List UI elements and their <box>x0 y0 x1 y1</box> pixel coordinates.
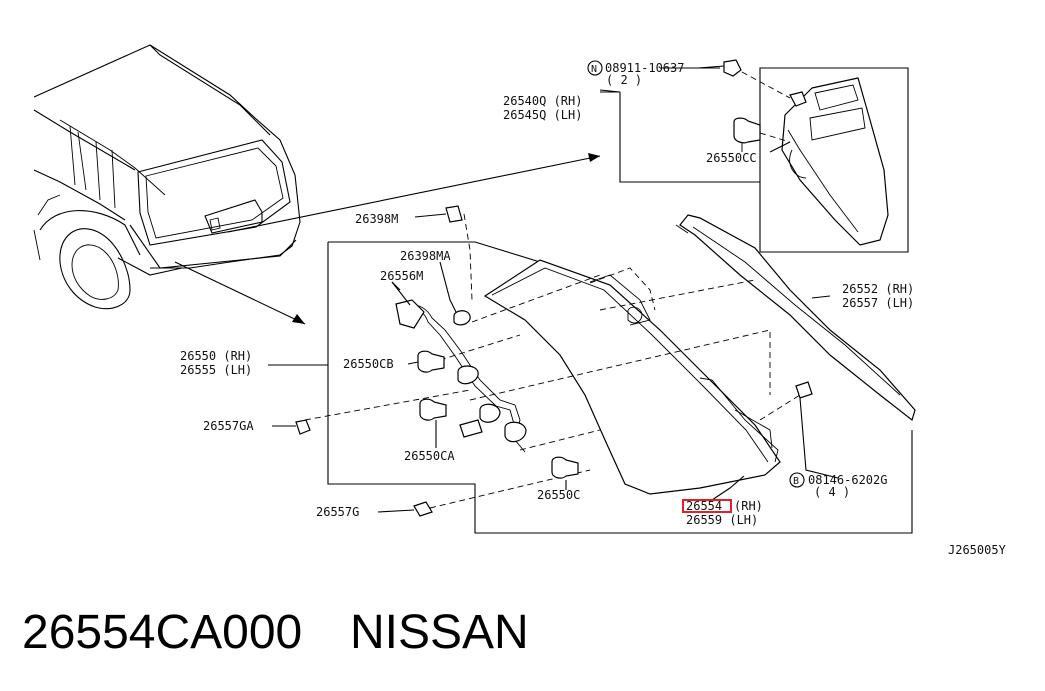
leader-lines <box>391 65 831 501</box>
grommet-g-part <box>377 501 433 517</box>
caption-part-number: 26554CA000 <box>22 606 302 659</box>
label-bolt-top: 08911-10637 <box>605 61 684 75</box>
label-bulb-c: 26550C <box>537 488 580 502</box>
grommet-ga-part <box>272 419 311 435</box>
label-bolt-b: 08146-6202G <box>808 473 887 487</box>
label-gasket-rh: 26552 (RH) <box>842 282 914 296</box>
label-clip: 26398MA <box>400 249 451 263</box>
vehicle-rear-illustration <box>33 44 301 310</box>
label-lens-lh: 26559 (LH) <box>686 513 758 527</box>
label-grommet-g: 26557G <box>316 505 359 519</box>
caption-brand: NISSAN <box>350 606 529 659</box>
label-bolt-b-qty: ( 4 ) <box>814 485 850 499</box>
clip-part <box>439 261 471 326</box>
diagram-code: J265005Y <box>948 543 1007 557</box>
label-bolt-top-qty: ( 2 ) <box>606 73 642 87</box>
label-gasket-lh: 26557 (LH) <box>842 296 914 310</box>
label-lens-rh-part: 26554 <box>686 499 722 513</box>
rear-combination-lamp-box <box>268 241 913 534</box>
label-lens-rh-suffix: (RH) <box>734 499 763 513</box>
label-grommet-ga: 26557GA <box>203 419 254 433</box>
label-harness: 26556M <box>380 269 423 283</box>
screw-part <box>414 205 463 223</box>
b-symbol-icon: B <box>789 472 805 488</box>
label-bulb-cc: 26550CC <box>706 151 757 165</box>
pointer-arrows <box>174 153 601 325</box>
svg-text:N: N <box>591 64 597 75</box>
side-lamp-detail-box <box>600 59 909 253</box>
label-screw: 26398M <box>355 212 398 226</box>
bulb-cb-part <box>407 350 445 373</box>
label-bulb-ca: 26550CA <box>404 449 455 463</box>
gasket-part <box>675 214 916 422</box>
label-lamp-rh: 26550 (RH) <box>180 349 252 363</box>
svg-text:B: B <box>793 476 799 487</box>
bulb-ca-part <box>419 398 447 448</box>
n-symbol-icon: N <box>587 60 603 76</box>
label-side-lamp-lh: 26545Q (LH) <box>503 108 582 122</box>
label-lamp-lh: 26555 (LH) <box>180 363 252 377</box>
highlight-box <box>682 499 732 513</box>
lamp-lens-part <box>483 259 781 495</box>
label-bulb-cb: 26550CB <box>343 357 394 371</box>
bolt-b-part <box>795 381 839 479</box>
label-side-lamp-rh: 26540Q (RH) <box>503 94 582 108</box>
assembly-dashed-lines <box>304 213 801 509</box>
harness-socket-part <box>391 281 527 453</box>
bulb-c-part <box>551 456 579 490</box>
